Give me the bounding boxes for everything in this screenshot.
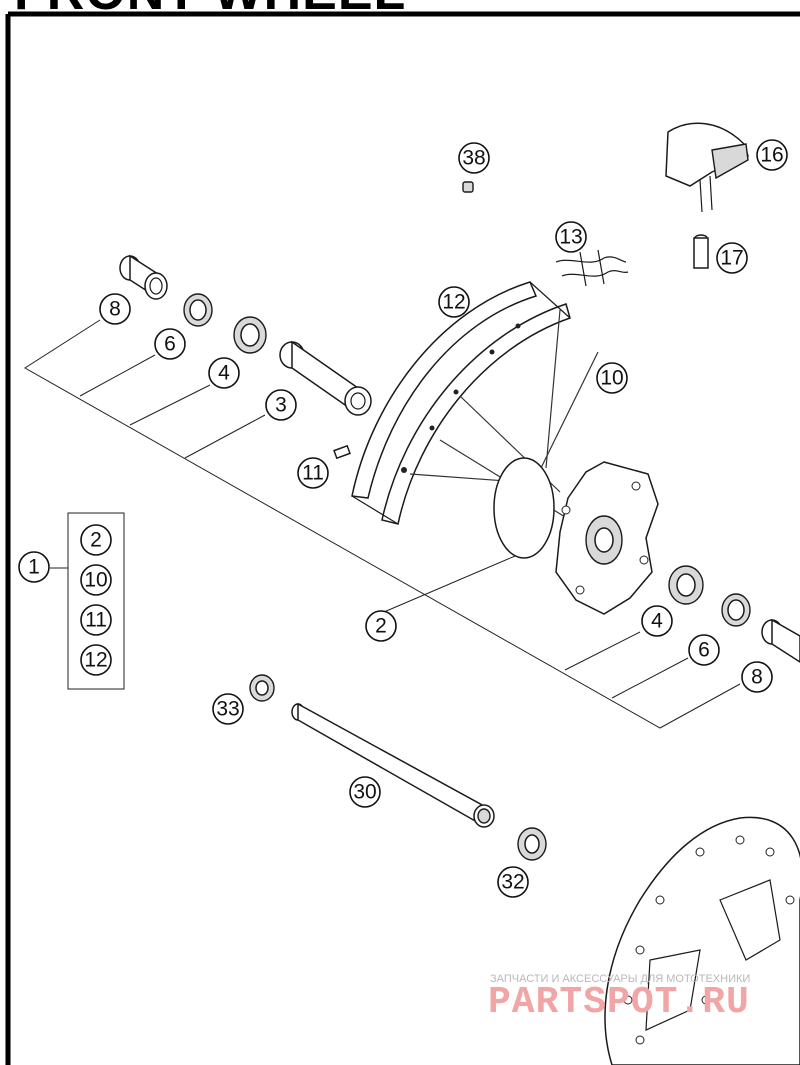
assembly-list-item-10: 10: [80, 564, 112, 596]
part-8-spacer-right: [761, 618, 800, 663]
callout-6-left: 6: [154, 328, 186, 360]
assembly-list-item-2: 2: [80, 524, 112, 556]
callout-16: 16: [756, 139, 788, 171]
part-17-nut: [693, 234, 709, 269]
callout-38: 38: [458, 142, 490, 174]
part-11-nipple: [333, 444, 351, 460]
part-30-axle: [291, 702, 495, 828]
assembly-list-item-12: 12: [80, 644, 112, 676]
svg-text:2: 2: [375, 615, 387, 638]
part-16-rim-lock: [665, 122, 749, 213]
svg-text:13: 13: [559, 226, 582, 249]
svg-text:3: 3: [275, 394, 287, 417]
watermark-tagline: ЗАПЧАСТИ И АКСЕССУАРЫ ДЛЯ МОТОТЕХНИКИ: [490, 973, 750, 985]
watermark-brand: PARTSPOT.RU: [488, 981, 750, 1024]
part-8-spacer-left: [119, 254, 168, 300]
svg-text:12: 12: [442, 291, 465, 314]
leader-lines: [24, 319, 741, 729]
part-13-rim-tape: [555, 249, 629, 287]
part-2-hub: [493, 457, 659, 615]
part-6-seal-right: [721, 593, 751, 627]
svg-text:6: 6: [698, 639, 710, 662]
part-4-bearing-left: [233, 316, 267, 354]
svg-text:16: 16: [760, 144, 783, 167]
svg-text:10: 10: [84, 569, 107, 592]
part-38-cap: [462, 181, 474, 193]
callout-4-right: 4: [641, 605, 673, 637]
callout-33: 33: [212, 693, 244, 725]
svg-text:11: 11: [85, 609, 107, 632]
callout-2-hub: 2: [365, 610, 397, 642]
callout-12-rim: 12: [438, 286, 470, 318]
frame: [5, 11, 800, 1065]
svg-text:17: 17: [720, 247, 743, 270]
part-32-collar: [517, 827, 547, 861]
callout-10-spokes: 10: [596, 362, 628, 394]
callout-4-left: 4: [208, 357, 240, 389]
svg-text:11: 11: [302, 462, 324, 485]
callout-32: 32: [497, 866, 529, 898]
svg-text:4: 4: [218, 362, 230, 385]
svg-text:2: 2: [90, 529, 102, 552]
callout-13: 13: [555, 221, 587, 253]
svg-text:4: 4: [651, 610, 663, 633]
svg-text:32: 32: [501, 871, 524, 894]
svg-text:33: 33: [216, 698, 239, 721]
callout-6-right: 6: [688, 634, 720, 666]
svg-text:30: 30: [353, 781, 376, 804]
svg-text:10: 10: [600, 367, 623, 390]
callout-17: 17: [716, 242, 748, 274]
svg-text:8: 8: [109, 298, 121, 321]
part-33-collar: [249, 674, 275, 702]
callout-8-left: 8: [99, 293, 131, 325]
part-4-bearing-right: [668, 565, 704, 605]
svg-text:6: 6: [164, 333, 176, 356]
svg-text:38: 38: [462, 147, 485, 170]
svg-text:8: 8: [751, 666, 763, 689]
callout-1: 1: [18, 551, 50, 583]
brake-disc: [604, 816, 800, 1065]
part-6-seal-left: [183, 293, 213, 327]
callout-3: 3: [265, 389, 297, 421]
svg-text:12: 12: [84, 649, 107, 672]
part-12-rim: [351, 281, 571, 525]
svg-text:1: 1: [28, 556, 40, 579]
callout-11-nipple: 11: [297, 457, 329, 489]
callout-8-right: 8: [741, 661, 773, 693]
part-3-distance-sleeve: [279, 340, 372, 416]
callout-30: 30: [349, 776, 381, 808]
watermark: ЗАПЧАСТИ И АКСЕССУАРЫ ДЛЯ МОТОТЕХНИКИ PA…: [488, 973, 750, 1024]
assembly-list-item-11: 11: [80, 604, 112, 636]
